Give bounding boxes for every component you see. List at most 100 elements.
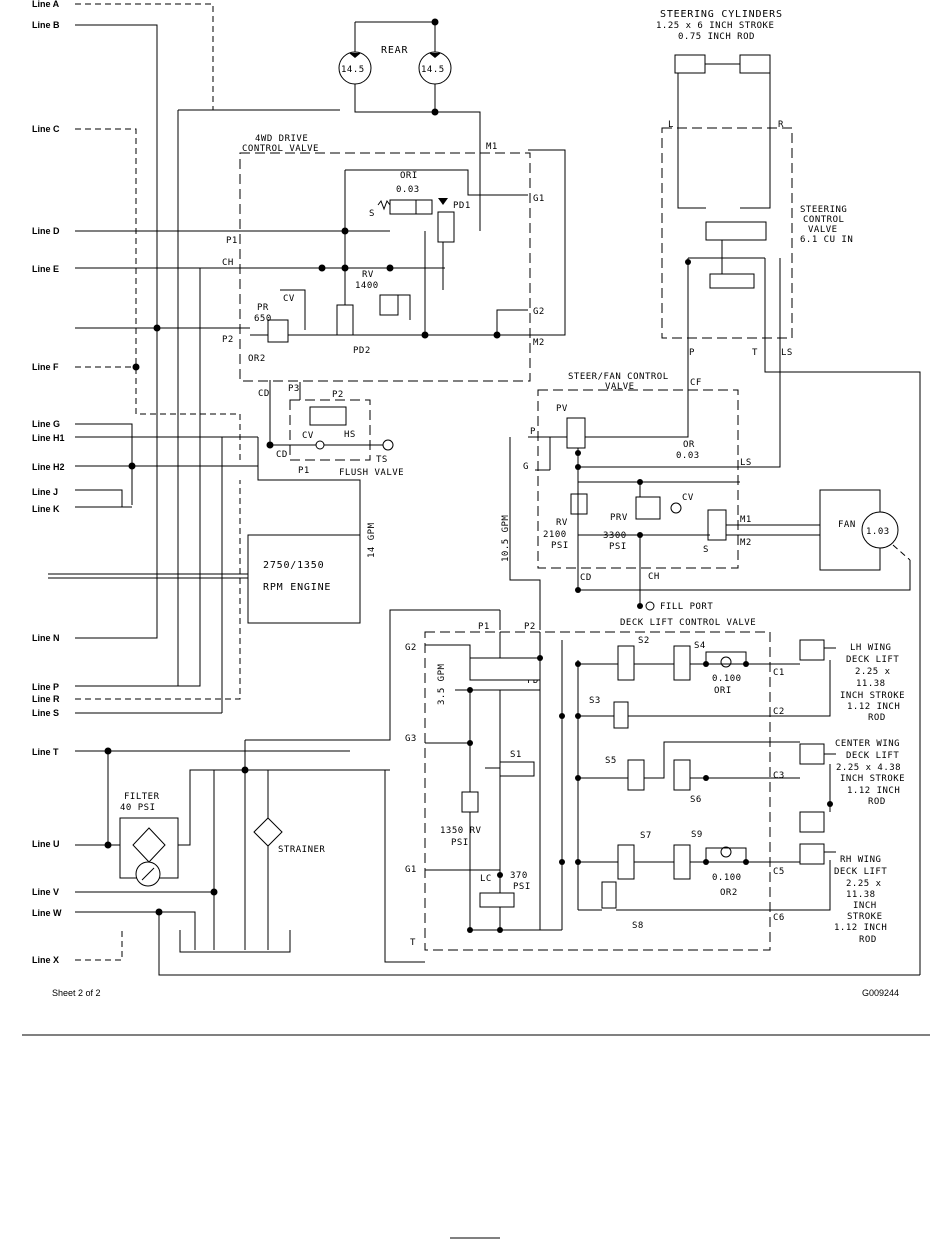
s3-valve bbox=[613, 701, 629, 729]
rear-motor-right-value: 14.5 bbox=[421, 65, 445, 75]
flow-divider bbox=[469, 657, 541, 681]
line-label-k: Line K bbox=[32, 504, 60, 514]
s1-valve bbox=[499, 761, 535, 777]
lh-wing-text-3: 2.25 x bbox=[855, 667, 891, 677]
flow-14-gpm: 14 GPM bbox=[367, 522, 377, 558]
center-wing-text-5: 1.12 INCH bbox=[847, 786, 900, 796]
rv-2100 bbox=[570, 493, 588, 515]
flush-p1: P1 bbox=[298, 466, 310, 476]
steer-fan-ch: CH bbox=[648, 572, 660, 582]
line-w bbox=[75, 908, 920, 976]
steer-fan-rv-val: 2100 bbox=[543, 530, 567, 540]
rh-wing-text-4: 11.38 bbox=[846, 890, 876, 900]
ori1-value: 0.03 bbox=[396, 185, 420, 195]
steering-spool bbox=[705, 221, 767, 241]
c1-label: C1 bbox=[773, 668, 785, 678]
steer-fan-prv: PRV bbox=[610, 513, 628, 523]
steering-motor bbox=[709, 273, 755, 289]
lc-valve bbox=[479, 892, 515, 908]
flush-hs: HS bbox=[344, 430, 356, 440]
center-wing-text-3: 2.25 x 4.38 bbox=[836, 763, 901, 773]
filter: FILTER 40 PSI bbox=[119, 769, 390, 887]
ori1-valve bbox=[389, 199, 417, 215]
ori1-label: ORI bbox=[400, 171, 418, 181]
s2-valve bbox=[617, 645, 635, 681]
or2-value: 0.100 bbox=[712, 873, 742, 883]
steering-valve-line-1: STEERING bbox=[800, 205, 847, 215]
drive-valve-p1: P1 bbox=[226, 236, 238, 246]
steer-fan-s: S bbox=[703, 545, 709, 555]
line-n-p bbox=[75, 268, 241, 714]
lh-wing-text-7: ROD bbox=[868, 713, 886, 723]
steering-valve-line-3: VALVE bbox=[808, 225, 838, 235]
drive-valve-g2: G2 bbox=[533, 307, 545, 317]
rh-wing-cylinder bbox=[799, 843, 825, 865]
rear-motor-left-value: 14.5 bbox=[341, 65, 365, 75]
steer-fan-g: G bbox=[523, 462, 529, 472]
line-label-x: Line X bbox=[32, 955, 59, 965]
engine-line-2: RPM ENGINE bbox=[263, 582, 331, 593]
deck-rv-unit: PSI bbox=[451, 838, 469, 848]
deck-lift-control-valve: DECK LIFT CONTROL VALVE P1 P2 G2 FD G3 S… bbox=[405, 618, 831, 951]
rv-1400-value: 1400 bbox=[355, 281, 379, 291]
line-label-u: Line U bbox=[32, 839, 60, 849]
line-label-b: Line B bbox=[32, 20, 60, 30]
line-label-d: Line D bbox=[32, 226, 60, 236]
steering-valve-ls: LS bbox=[781, 348, 793, 358]
center-wing-cylinder-bottom bbox=[799, 811, 825, 833]
deck-p1: P1 bbox=[478, 622, 490, 632]
or2-label: OR2 bbox=[248, 354, 266, 364]
or2-check-icon bbox=[720, 846, 732, 858]
engine-box: 2750/1350 RPM ENGINE bbox=[48, 437, 361, 624]
pr-650-value: 650 bbox=[254, 314, 272, 324]
fan-value: 1.03 bbox=[866, 527, 890, 537]
steer-fan-title-1: STEER/FAN CONTROL bbox=[568, 372, 669, 382]
drive-valve-title-2: CONTROL VALVE bbox=[242, 144, 319, 154]
lh-wing-text-6: 1.12 INCH bbox=[847, 702, 900, 712]
line-label-r: Line R bbox=[32, 694, 60, 704]
s6-label: S6 bbox=[690, 795, 702, 805]
fan-icon bbox=[861, 511, 899, 549]
s7-label: S7 bbox=[640, 831, 652, 841]
deck-fd: FD bbox=[527, 676, 539, 686]
line-f bbox=[75, 363, 140, 371]
steering-valve-line-4: 6.1 CU IN bbox=[800, 235, 853, 245]
ts-port-icon bbox=[382, 439, 394, 451]
pv-valve bbox=[566, 417, 586, 449]
rear-motor-group: 14.5 14.5 REAR bbox=[338, 18, 481, 231]
flush-ts: TS bbox=[376, 455, 388, 465]
rv-1400 bbox=[379, 294, 399, 316]
pr-650 bbox=[267, 319, 289, 343]
steer-fan-cf: CF bbox=[690, 378, 702, 388]
c5-label: C5 bbox=[773, 867, 785, 877]
or2-label: OR2 bbox=[720, 888, 738, 898]
rh-wing-text-8: ROD bbox=[859, 935, 877, 945]
steer-fan-rv-unit: PSI bbox=[551, 541, 569, 551]
strainer-label: STRAINER bbox=[278, 845, 325, 855]
flush-p2: P2 bbox=[332, 390, 344, 400]
steering-cyl-title: STEERING CYLINDERS bbox=[660, 9, 783, 20]
flush-valve: P3 P2 CV HS CD P1 TS FLUSH VALVE bbox=[266, 380, 404, 478]
deck-g3: G3 bbox=[405, 734, 417, 744]
fill-port-label: FILL PORT bbox=[660, 602, 713, 612]
line-label-j: Line J bbox=[32, 487, 58, 497]
line-label-a: Line A bbox=[32, 0, 60, 9]
deck-lc: LC bbox=[480, 874, 492, 884]
steering-cylinder-left bbox=[674, 54, 706, 74]
flush-title: FLUSH VALVE bbox=[339, 468, 404, 478]
steer-fan-pv: PV bbox=[556, 404, 568, 414]
steering-r: R bbox=[778, 120, 784, 130]
rear-motor-left bbox=[338, 51, 372, 85]
deck-rv: 1350 RV bbox=[440, 826, 482, 836]
steer-fan-ls: LS bbox=[740, 458, 752, 468]
s6-valve bbox=[673, 759, 691, 791]
fan-solenoid-valve bbox=[707, 509, 727, 541]
c6-label: C6 bbox=[773, 913, 785, 923]
line-a bbox=[75, 3, 214, 110]
line-label-g: Line G bbox=[32, 419, 60, 429]
s3-label: S3 bbox=[589, 696, 601, 706]
drive-valve-p2: P2 bbox=[222, 335, 234, 345]
flow-3-5-gpm: 3.5 GPM bbox=[437, 663, 447, 705]
steer-fan-p: P bbox=[530, 427, 536, 437]
rear-motor-right bbox=[418, 51, 452, 85]
